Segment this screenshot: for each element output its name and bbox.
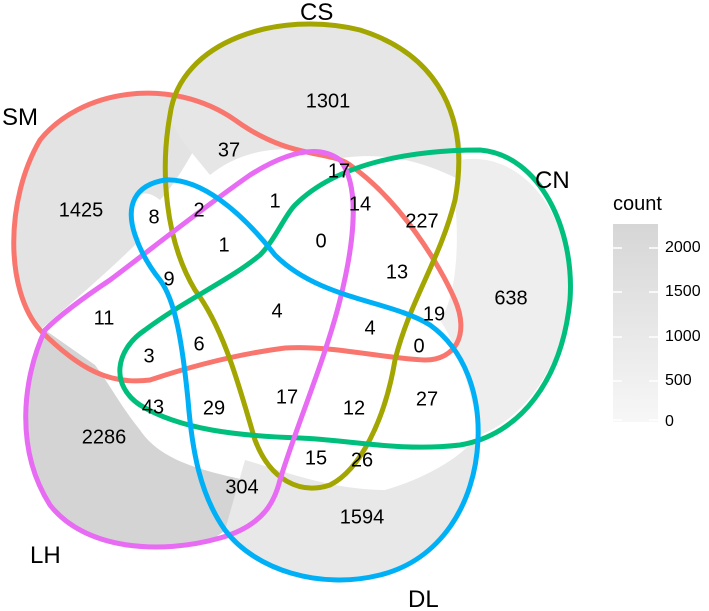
count-label: 638 [494,287,527,309]
count-label: 19 [423,303,445,325]
set-outline-dl [128,177,481,583]
count-label: 43 [142,396,164,418]
count-label: 27 [416,388,438,410]
set-label-sm: SM [2,104,38,131]
count-label: 17 [276,386,298,408]
count-label: 0 [413,335,424,357]
count-label: 26 [351,449,373,471]
count-label: 2286 [82,426,127,448]
legend-ticks [613,247,658,421]
region-lh-only [25,330,247,547]
legend-tick-label: 500 [665,372,692,389]
count-label: 0 [315,230,326,252]
count-label: 1594 [340,506,385,528]
set-label-cn: CN [535,167,570,194]
set-outline-cn [117,147,573,450]
count-label: 11 [94,307,115,329]
count-label: 2 [193,199,204,221]
set-outline-cs [162,21,462,491]
region-fills [13,23,570,580]
count-label: 227 [405,210,438,232]
legend-tick-label: 0 [665,413,674,430]
legend-tick-label: 2000 [665,239,701,256]
legend-tick-label: 1000 [665,328,701,345]
count-label: 8 [148,206,159,228]
region-dl-only [225,435,479,580]
set-outlines [11,21,573,583]
count-label: 4 [271,300,282,322]
count-label: 1425 [59,199,104,221]
count-label: 17 [328,160,350,182]
region-cn-only [440,158,570,436]
set-label-cs: CS [300,0,333,26]
legend-tick-label: 1500 [665,283,701,300]
region-cs-only [170,23,462,180]
legend-colorbar [613,224,658,422]
count-label: 14 [349,193,371,215]
count-label: 6 [193,333,204,355]
count-label: 9 [163,268,174,290]
legend: count 2000 1500 1000 500 0 [613,193,701,430]
count-label: 37 [218,139,240,161]
set-labels: CS SM CN LH DL [2,0,570,611]
legend-title: count [613,193,662,215]
count-label: 13 [386,261,408,283]
set-outline-lh [23,149,356,550]
set-label-dl: DL [408,586,439,611]
count-label: 1301 [306,90,351,112]
count-label: 1 [269,190,280,212]
set-label-lh: LH [30,542,61,569]
count-label: 3 [143,345,154,367]
count-label: 12 [343,397,365,419]
count-label: 4 [364,317,375,339]
count-label: 304 [225,476,258,498]
count-label: 29 [203,397,225,419]
count-label: 15 [305,447,327,469]
count-label: 1 [218,234,229,256]
region-counts: 1301 37 17 1425 8 2 1 14 227 0 1 13 9 63… [59,90,528,528]
